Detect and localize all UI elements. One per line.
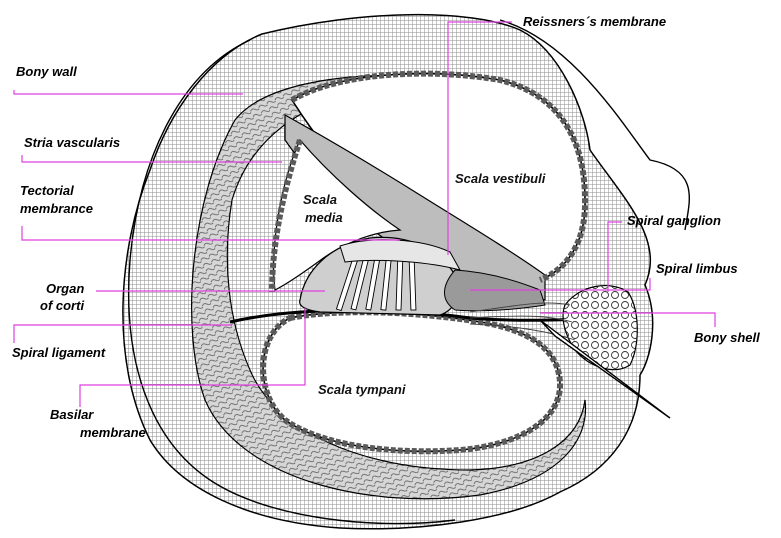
region-scala-media-line2: media	[305, 210, 343, 225]
region-scala-tympani: Scala tympani	[318, 382, 406, 397]
label-tectorial-line2: membrance	[20, 201, 93, 216]
label-organ-line2: of corti	[40, 298, 84, 313]
region-scala-media-line1: Scala	[303, 192, 337, 207]
label-bony-shell: Bony shell	[694, 330, 760, 345]
region-scala-vestibuli: Scala vestibuli	[455, 171, 546, 186]
label-stria-vascularis: Stria vascularis	[24, 135, 120, 150]
label-basilar-line1: Basilar	[50, 407, 94, 422]
label-reissners-membrane: Reissners´s membrane	[523, 14, 666, 29]
label-basilar-line2: membrane	[80, 425, 146, 440]
label-bony-wall: Bony wall	[16, 64, 77, 79]
label-spiral-ganglion: Spiral ganglion	[627, 213, 721, 228]
label-organ-line1: Organ	[46, 281, 84, 296]
label-spiral-limbus: Spiral limbus	[656, 261, 738, 276]
label-spiral-ligament: Spiral ligament	[12, 345, 106, 360]
label-tectorial-line1: Tectorial	[20, 183, 74, 198]
